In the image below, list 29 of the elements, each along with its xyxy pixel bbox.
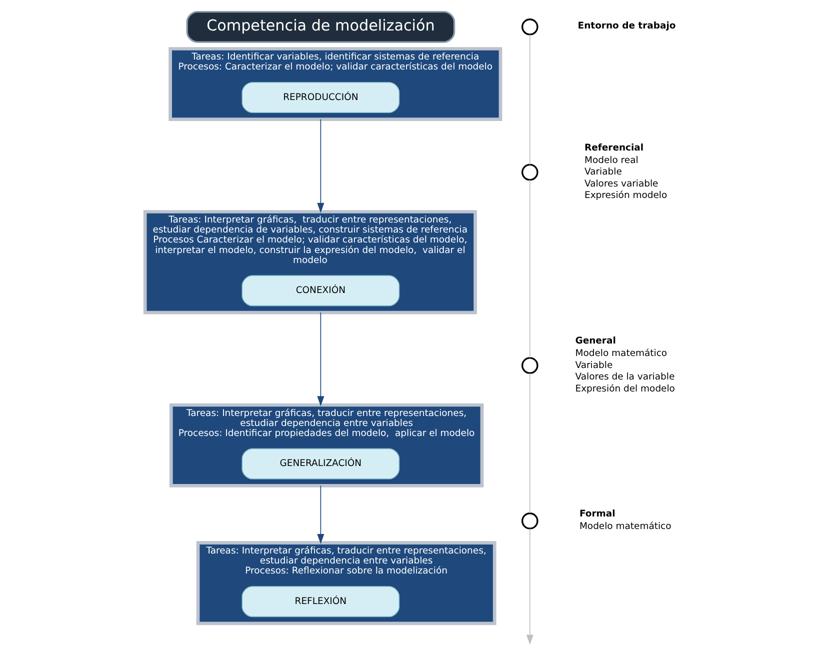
label: Variable xyxy=(574,360,612,371)
label: Modelo matemático xyxy=(574,348,667,360)
node-box: REFLEXIÓN xyxy=(241,586,400,618)
node-box: Competencia de modelización xyxy=(186,10,455,43)
node-box: CONEXIÓN xyxy=(241,275,400,306)
node-circle xyxy=(520,512,538,530)
label: Modelo real xyxy=(584,154,638,166)
node-box: GENERALIZACIÓN xyxy=(241,448,400,480)
arrow xyxy=(316,118,324,214)
connector xyxy=(528,372,530,514)
connector xyxy=(528,180,530,358)
arrow xyxy=(316,485,324,544)
node-circle xyxy=(520,18,538,36)
label: Expresión del modelo xyxy=(574,383,674,394)
label: Valores variable xyxy=(584,178,658,190)
connector xyxy=(528,34,530,165)
label: Referencial xyxy=(584,142,644,154)
label: Expresión modelo xyxy=(584,190,667,202)
node-box: REPRODUCCIÓN xyxy=(241,82,400,114)
label: Formal xyxy=(578,508,615,520)
node-circle xyxy=(520,164,538,181)
arrow xyxy=(316,312,324,406)
label: Valores de la variable xyxy=(574,372,674,383)
label: General xyxy=(574,335,616,346)
arrow xyxy=(526,528,533,645)
node-circle xyxy=(520,357,538,374)
label: Variable xyxy=(584,166,622,178)
label: Modelo matemático xyxy=(578,521,671,532)
label: Entorno de trabajo xyxy=(577,20,676,32)
